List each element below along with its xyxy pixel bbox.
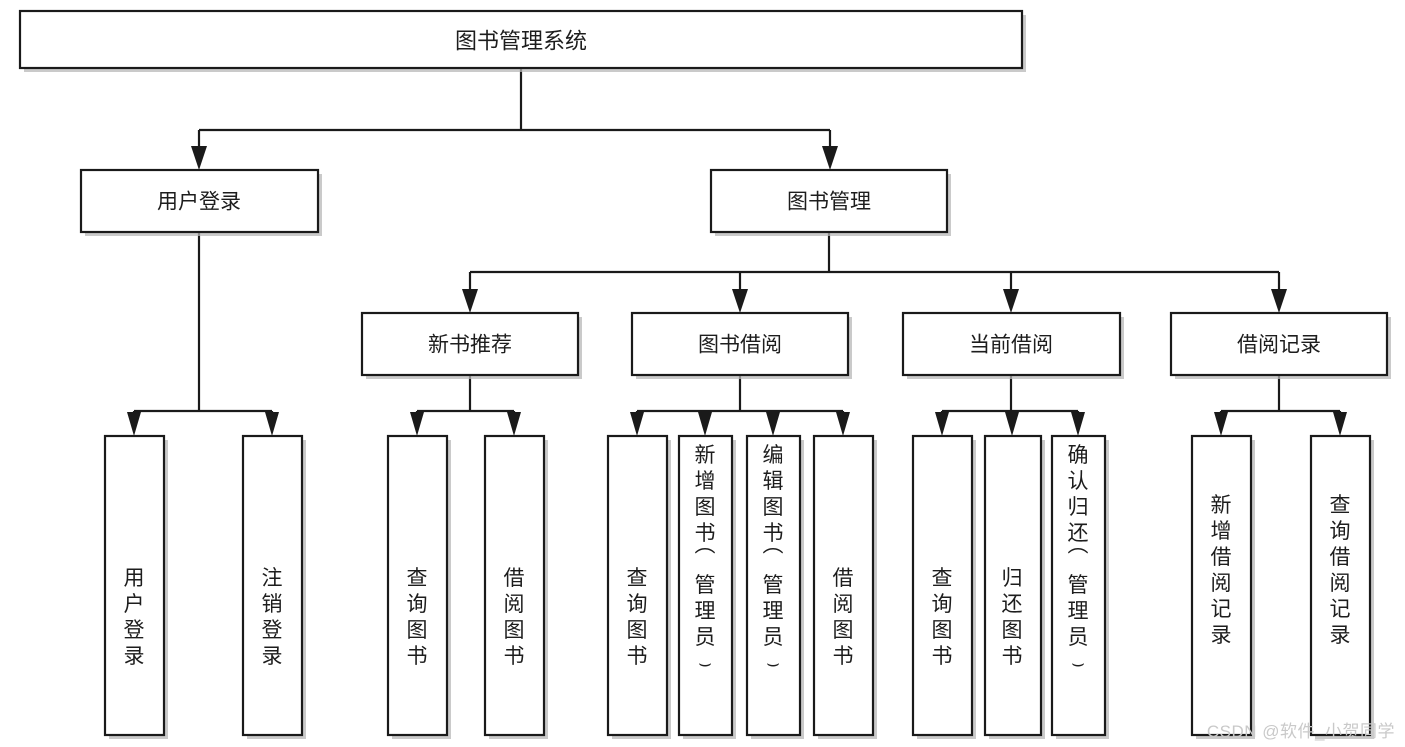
arrowhead-leaf-user-login	[127, 412, 141, 436]
arrowhead-current-borrow	[1003, 289, 1019, 313]
leaf-node[interactable]: 确认归还⌒管理员⌣	[1050, 434, 1109, 739]
node-book-borrow-box[interactable]	[630, 311, 850, 377]
edge-newbook-to-leaves-bus	[415, 375, 516, 426]
edge-borrowrecord-to-leaves-bus	[1219, 375, 1342, 426]
leaf-box[interactable]	[812, 434, 875, 737]
node-current-borrow-box[interactable]	[901, 311, 1122, 377]
arrowhead-new-book-rec	[462, 289, 478, 313]
arrowhead-leaf-add-record	[1214, 412, 1228, 436]
leaf-node[interactable]: 查询图书	[386, 434, 451, 739]
leaf-label: 归还图书	[1002, 567, 1023, 668]
arrowhead-leaf-query-book-3	[935, 412, 949, 436]
arrowhead-user-login	[191, 146, 207, 170]
leaf-label: 确认归还⌒管理员⌣	[1068, 444, 1089, 675]
leaf-label: 编辑图书⌒管理员⌣	[763, 444, 784, 675]
arrowhead-book-manage	[822, 146, 838, 170]
leaf-label: 注销登录	[262, 567, 283, 668]
leaf-box[interactable]	[1309, 434, 1372, 737]
leaf-node[interactable]: 新增图书⌒管理员⌣	[677, 434, 736, 739]
leaf-label: 查询图书	[627, 567, 648, 668]
leaf-box[interactable]	[911, 434, 974, 737]
node-current-borrow[interactable]: 当前借阅	[901, 311, 1124, 379]
leaf-node[interactable]: 查询图书	[606, 434, 671, 739]
leaf-box[interactable]	[606, 434, 669, 737]
arrowhead-leaf-logout	[265, 412, 279, 436]
arrowhead-book-borrow	[732, 289, 748, 313]
leaf-box[interactable]	[103, 434, 166, 737]
node-book-management-box[interactable]	[709, 168, 949, 234]
arrowhead-leaf-edit-book	[766, 412, 780, 436]
node-book-management[interactable]: 图书管理	[709, 168, 951, 236]
node-book-borrow[interactable]: 图书借阅	[630, 311, 852, 379]
node-new-book-recommend[interactable]: 新书推荐	[360, 311, 582, 379]
edge-root-to-level2-bus	[197, 68, 832, 160]
arrowhead-leaf-query-book-1	[410, 412, 424, 436]
leaf-node[interactable]: 编辑图书⌒管理员⌣	[745, 434, 804, 739]
node-user-login-label: 用户登录	[157, 191, 241, 214]
leaf-node[interactable]: 查询图书	[911, 434, 976, 739]
leaf-box[interactable]	[386, 434, 449, 737]
arrowhead-leaf-borrow-book-1	[507, 412, 521, 436]
node-root-box[interactable]	[18, 9, 1024, 70]
edge-bookmanage-to-level3-bus	[468, 232, 1281, 303]
leaf-label: 新增借阅记录	[1211, 494, 1232, 647]
arrowhead-borrow-record	[1271, 289, 1287, 313]
arrowhead-leaf-query-book-2	[630, 412, 644, 436]
leaf-box[interactable]	[745, 434, 802, 737]
node-book-management-label: 图书管理	[787, 191, 871, 214]
leaf-node[interactable]: 查询借阅记录	[1309, 434, 1374, 739]
node-root[interactable]: 图书管理系统	[18, 9, 1026, 72]
arrowhead-leaf-confirm-return	[1071, 412, 1085, 436]
leaf-label: 查询借阅记录	[1330, 494, 1351, 647]
node-user-login-box[interactable]	[79, 168, 320, 234]
leaf-label: 借阅图书	[833, 567, 854, 668]
node-new-book-recommend-box[interactable]	[360, 311, 580, 377]
leaf-box[interactable]	[677, 434, 734, 737]
connector-layer	[127, 68, 1347, 436]
arrowhead-leaf-borrow-book-2	[836, 412, 850, 436]
leaf-node[interactable]: 借阅图书	[812, 434, 877, 739]
leaf-node[interactable]: 归还图书	[983, 434, 1045, 739]
arrowhead-leaf-add-book	[698, 412, 712, 436]
leaf-node[interactable]: 新增借阅记录	[1190, 434, 1255, 739]
node-book-borrow-label: 图书借阅	[698, 334, 782, 357]
node-current-borrow-label: 当前借阅	[969, 334, 1053, 357]
node-borrow-record-label: 借阅记录	[1237, 334, 1321, 357]
leaf-label: 借阅图书	[504, 567, 525, 668]
leaf-box[interactable]	[983, 434, 1043, 737]
leaf-box[interactable]	[241, 434, 304, 737]
node-root-label: 图书管理系统	[455, 29, 587, 54]
leaf-label: 查询图书	[407, 567, 428, 668]
leaf-box[interactable]	[1050, 434, 1107, 737]
edge-bookborrow-to-leaves-bus	[635, 375, 845, 426]
node-borrow-record[interactable]: 借阅记录	[1169, 311, 1391, 379]
edge-userlogin-to-leaves-bus	[132, 232, 274, 426]
leaf-label: 新增图书⌒管理员⌣	[695, 444, 716, 675]
node-user-login[interactable]: 用户登录	[79, 168, 322, 236]
arrowhead-leaf-query-record	[1333, 412, 1347, 436]
node-borrow-record-box[interactable]	[1169, 311, 1389, 377]
arrowhead-leaf-return-book	[1005, 412, 1019, 436]
leaf-node[interactable]: 用户登录	[103, 434, 168, 739]
leaf-node[interactable]: 借阅图书	[483, 434, 548, 739]
leaf-label: 查询图书	[932, 567, 953, 668]
leaf-box[interactable]	[483, 434, 546, 737]
leaf-label: 用户登录	[124, 567, 145, 668]
leaf-box[interactable]	[1190, 434, 1253, 737]
node-new-book-recommend-label: 新书推荐	[428, 334, 512, 357]
leaf-node[interactable]: 注销登录	[241, 434, 306, 739]
